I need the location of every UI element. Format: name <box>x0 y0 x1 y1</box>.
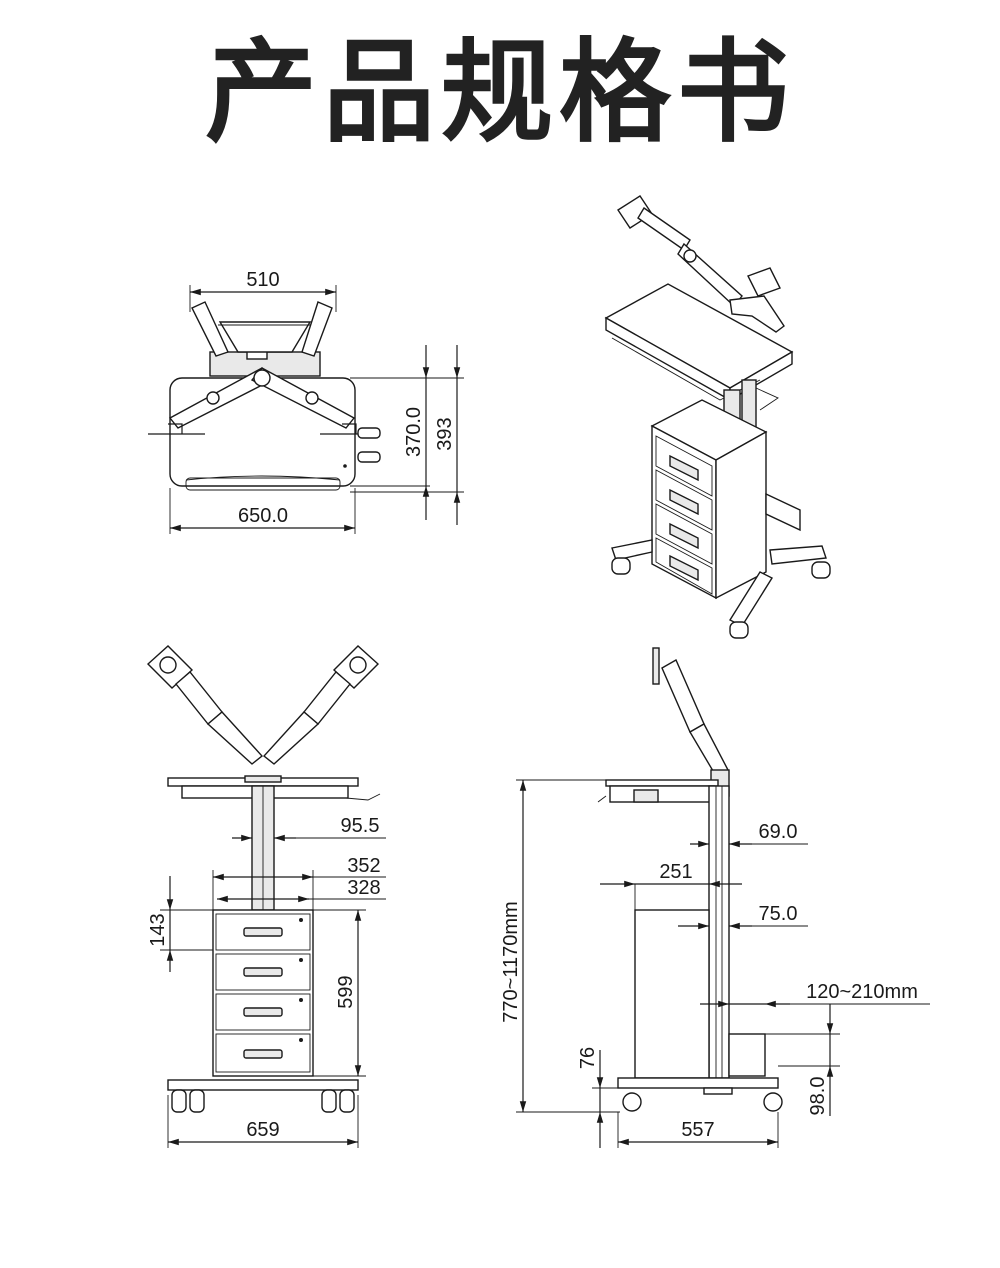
dim-column-offset: 95.5 <box>341 815 380 837</box>
dim-stroke-range: 120~210mm <box>806 981 918 1003</box>
dim-base-depth: 557 <box>681 1119 714 1141</box>
dim-cabinet-depth: 251 <box>659 861 692 883</box>
dim-cabinet-outer: 352 <box>347 855 380 877</box>
side-view: 69.0 251 75.0 120~210mm 98.0 770~1170mm <box>500 647 930 1148</box>
dim-depth-outer: 393 <box>434 417 456 450</box>
dim-cabinet-inner: 328 <box>347 877 380 899</box>
dim-base-width-front: 659 <box>246 1119 279 1141</box>
dim-drawer-height: 143 <box>147 913 169 946</box>
dim-column-width: 69.0 <box>759 821 798 843</box>
front-view: 95.5 352 328 143 599 659 <box>146 645 386 1148</box>
top-view-desk <box>169 377 356 487</box>
dim-base-width: 650.0 <box>238 505 288 527</box>
dim-wheel-height: 98.0 <box>807 1077 829 1116</box>
dim-depth-inner: 370.0 <box>403 407 425 457</box>
top-view: 510 650.0 370.0 393 <box>148 269 464 534</box>
dim-base-height: 76 <box>577 1047 599 1069</box>
dim-column-inner: 75.0 <box>759 903 798 925</box>
dim-cabinet-height: 599 <box>335 975 357 1008</box>
page-title: 产品规格书 <box>205 28 795 158</box>
dim-top-width: 510 <box>246 269 279 291</box>
isometric-view <box>604 195 831 639</box>
dim-total-height: 770~1170mm <box>500 901 522 1022</box>
